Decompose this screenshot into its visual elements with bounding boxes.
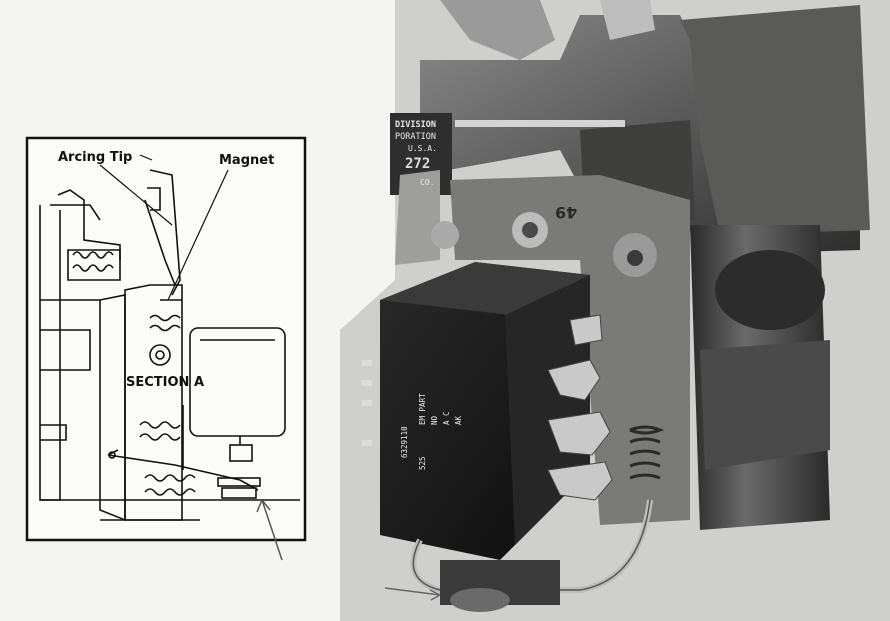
diagram-lines	[39, 154, 300, 522]
pointer-arrow	[256, 499, 283, 561]
diagram-frame	[25, 136, 307, 542]
magnet-label: Magnet	[219, 153, 275, 168]
section-a-label: SECTION A	[126, 375, 205, 390]
nameplate-number: 272	[405, 156, 431, 172]
relay-mark-ac: A C	[442, 411, 451, 425]
arcing-tip-label: Arcing Tip	[58, 150, 133, 165]
nameplate-line-1: DIVISION	[395, 120, 436, 130]
relay-mark-525: 525	[418, 456, 427, 470]
relay-mark-part-number: 6329110	[400, 426, 409, 458]
nameplate-line-5: CO.	[420, 178, 435, 187]
nameplate-line-3: U.S.A.	[408, 144, 437, 153]
casting-mark: 49	[555, 203, 578, 222]
relay-mark-ak: AK	[454, 415, 463, 425]
relay-mark-no: NO	[430, 415, 439, 425]
nameplate-line-2: PORATION	[395, 132, 436, 142]
relay-mark-em-part: EM PART	[418, 393, 427, 425]
